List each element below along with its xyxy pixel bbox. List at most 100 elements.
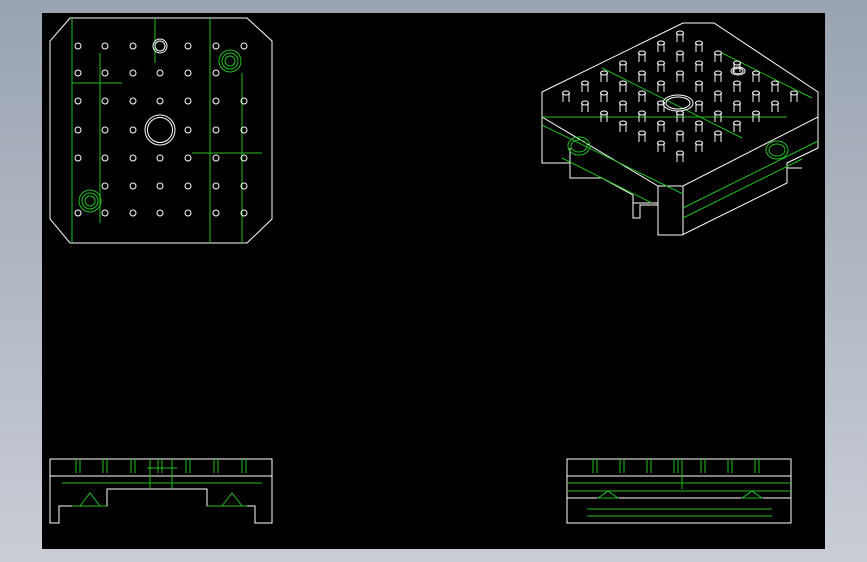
top-view-hole [156,182,164,190]
top-view-hole [212,69,220,77]
iso-hole [752,90,760,96]
iso-hole [771,100,779,106]
top-view-small-bore [152,38,168,54]
iso-hole [657,120,665,126]
iso-body-left [541,117,658,204]
iso-hole [771,80,779,86]
iso-hole [676,70,684,76]
iso-hole [714,50,722,56]
top-view-hole [212,97,220,105]
iso-hole [733,80,741,86]
isometric-view [541,22,819,236]
top-view-hole [184,42,192,50]
top-view-hole [212,182,220,190]
top-view-small-bore-inner [154,40,166,52]
iso-hole [695,80,703,86]
top-view-hole [240,42,248,50]
iso-hole [676,150,684,156]
iso-guide-bushing-1 [567,136,591,156]
iso-hole [600,90,608,96]
iso-holes [562,30,798,162]
side-view [566,458,792,524]
iso-hole [581,80,589,86]
iso-hole [676,50,684,56]
iso-hole [714,70,722,76]
top-view-hole [74,154,82,162]
iso-hole [714,90,722,96]
iso-hole [562,90,570,96]
iso-large-bore [662,94,694,112]
top-view [49,17,273,244]
iso-hole [733,120,741,126]
iso-hole [619,80,627,86]
top-view-hole [101,126,109,134]
iso-hole [790,90,798,96]
top-view-hole [129,97,137,105]
top-view-large-bore [144,114,176,146]
top-view-hole [212,42,220,50]
top-view-guide-bushing-1 [218,49,242,73]
top-view-guide-bushing-2 [78,189,102,213]
iso-hidden-line [682,140,819,209]
top-view-hole [101,97,109,105]
iso-leg-front [657,163,788,236]
iso-hole [638,130,646,136]
iso-hidden-line [541,124,684,195]
top-view-hole [240,154,248,162]
cad-drawing-svg [49,17,819,524]
top-view-hole [74,69,82,77]
iso-hole [695,100,703,106]
front-view-hidden-lines [62,459,262,489]
top-view-hole [74,126,82,134]
iso-hole [695,120,703,126]
iso-hole [695,60,703,66]
top-view-hole [101,154,109,162]
iso-hole [657,40,665,46]
iso-hole [695,140,703,146]
top-view-hole [156,209,164,217]
top-view-hole [240,126,248,134]
top-view-holes [74,42,248,217]
iso-hole [581,100,589,106]
iso-hole [638,70,646,76]
top-view-hole [184,97,192,105]
top-view-hole [101,69,109,77]
top-view-large-bore-inner [147,117,173,143]
iso-hole [657,60,665,66]
iso-guide-bushing-2 [765,140,789,160]
iso-large-bore-inner [665,96,691,110]
top-view-hole [129,42,137,50]
iso-hole [752,110,760,116]
iso-hidden-line [682,158,803,219]
iso-small-bore [730,66,746,76]
top-view-hole [184,69,192,77]
iso-hole [714,110,722,116]
iso-hole [676,30,684,36]
iso-hole [600,110,608,116]
iso-hole [638,110,646,116]
top-view-hole [184,126,192,134]
top-view-hole [129,126,137,134]
iso-hole [714,130,722,136]
iso-hole [600,70,608,76]
top-view-hole [156,154,164,162]
iso-hidden-line [721,52,813,99]
top-view-hole [101,42,109,50]
top-view-hole [74,209,82,217]
top-view-hole [184,209,192,217]
top-view-hole [184,154,192,162]
iso-hidden-line [601,67,743,139]
front-view-outline [49,458,273,524]
iso-hole [733,100,741,106]
cad-drawing-canvas[interactable] [42,13,825,549]
top-view-hole [240,182,248,190]
top-view-hidden-lines [71,18,262,243]
top-view-hole [212,209,220,217]
iso-hole [638,90,646,96]
top-view-hole [129,209,137,217]
iso-hidden-line [561,157,653,204]
top-view-hole [240,209,248,217]
iso-small-bore-inner [732,67,744,75]
top-view-hole [129,154,137,162]
iso-hole [619,100,627,106]
